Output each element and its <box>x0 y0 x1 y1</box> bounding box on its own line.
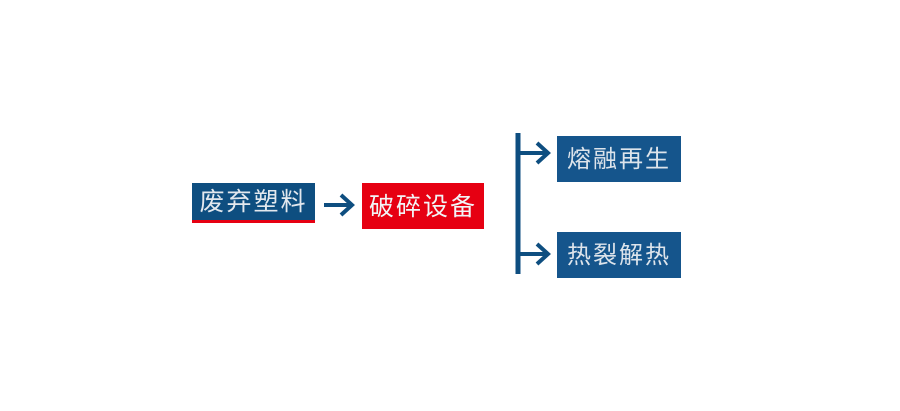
flow-node-branch-1-label: 热裂解热 <box>567 241 671 269</box>
flow-node-process-label: 破碎设备 <box>368 191 477 221</box>
split-bracket-arrows-icon <box>510 126 558 281</box>
flow-node-source-label: 废弃塑料 <box>199 187 308 216</box>
flow-node-branch-1[interactable]: 热裂解热 <box>557 232 681 278</box>
flow-node-branch-0[interactable]: 熔融再生 <box>557 136 681 182</box>
flow-node-process[interactable]: 破碎设备 <box>362 183 484 229</box>
flow-node-branch-0-label: 熔融再生 <box>567 145 671 173</box>
flow-node-source[interactable]: 废弃塑料 <box>192 183 315 223</box>
arrow-right-icon <box>322 188 358 222</box>
